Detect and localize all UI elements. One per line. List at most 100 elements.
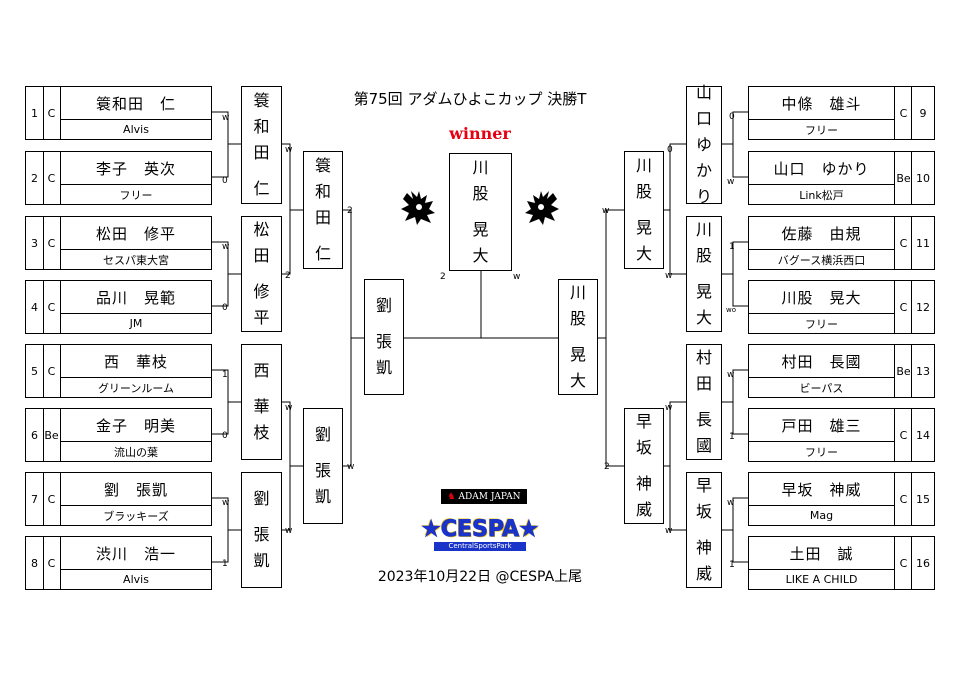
score-label: w bbox=[222, 242, 230, 252]
name-char: 仁 bbox=[253, 179, 270, 198]
cespa-text: ★CESPA★ bbox=[421, 517, 540, 542]
name-char: 威 bbox=[635, 500, 652, 519]
score-label: wo bbox=[726, 306, 737, 314]
player-club: LIKE A CHILD bbox=[785, 573, 858, 586]
seed-number: 15 bbox=[911, 473, 934, 525]
seed-number: 16 bbox=[911, 537, 934, 589]
left-r1-winner-1: 簑和田仁 bbox=[241, 86, 282, 204]
player-name: 松田 修平 bbox=[61, 217, 211, 250]
score-label: 0 bbox=[667, 145, 673, 155]
score-label: w bbox=[222, 498, 230, 508]
player-name: 李子 英次 bbox=[61, 152, 211, 185]
player-class: C bbox=[43, 281, 61, 333]
name-char: 晃 bbox=[569, 345, 586, 364]
score-label: w bbox=[285, 403, 293, 413]
score-label: 2 bbox=[285, 271, 291, 281]
score-label: w bbox=[285, 145, 293, 155]
player-name: 中條 雄斗 bbox=[749, 87, 894, 120]
name-char: 晃 bbox=[472, 220, 489, 239]
left-r1-winner-2: 松田修平 bbox=[241, 216, 282, 332]
name-char: 凱 bbox=[253, 551, 270, 570]
player-name: 村田 長國 bbox=[749, 345, 894, 378]
name-char: 華 bbox=[253, 397, 270, 416]
name-char: 簑 bbox=[253, 91, 270, 110]
name-char: 股 bbox=[472, 184, 489, 203]
right-player-entry: 川股 晃大 フリー C 12 bbox=[748, 280, 935, 334]
left-semifinal-winner: 劉張凱 bbox=[364, 279, 404, 395]
name-char: 平 bbox=[253, 308, 270, 327]
score-label: 1 bbox=[729, 242, 735, 252]
name-char: ゆ bbox=[695, 135, 712, 154]
score-label: 2 bbox=[440, 272, 446, 282]
player-class: C bbox=[894, 87, 912, 139]
name-char: 大 bbox=[695, 308, 712, 327]
player-name: 川股 晃大 bbox=[749, 281, 894, 314]
name-char: 凱 bbox=[375, 358, 392, 377]
name-char: 早 bbox=[695, 476, 712, 495]
player-club: Alvis bbox=[123, 573, 149, 586]
name-char: 川 bbox=[472, 158, 489, 177]
seed-number: 12 bbox=[911, 281, 934, 333]
name-char: 早 bbox=[635, 412, 652, 431]
seed-number: 13 bbox=[911, 345, 934, 397]
champion-box: 川股晃大 bbox=[449, 153, 512, 271]
score-label: w bbox=[665, 526, 673, 536]
name-char: 田 bbox=[695, 374, 712, 393]
right-player-entry: 土田 誠 LIKE A CHILD C 16 bbox=[748, 536, 935, 590]
seed-number: 3 bbox=[26, 217, 44, 269]
player-club: フリー bbox=[119, 188, 153, 202]
name-char: 劉 bbox=[314, 425, 331, 444]
winner-label: winner bbox=[449, 124, 511, 143]
score-label: 2 bbox=[604, 462, 610, 472]
name-char: 大 bbox=[569, 371, 586, 390]
seed-number: 4 bbox=[26, 281, 44, 333]
player-name: 佐藤 由規 bbox=[749, 217, 894, 250]
seed-number: 7 bbox=[26, 473, 44, 525]
event-date: 2023年10月22日 @CESPA上尾 bbox=[377, 569, 583, 585]
seed-number: 5 bbox=[26, 345, 44, 397]
adam-japan-text: ADAM JAPAN bbox=[458, 491, 521, 502]
name-char: 大 bbox=[635, 244, 652, 263]
name-char: 川 bbox=[695, 220, 712, 239]
score-label: w bbox=[727, 498, 735, 508]
name-char: 神 bbox=[635, 474, 652, 493]
name-char: 松 bbox=[253, 220, 270, 239]
player-class: Be bbox=[43, 409, 61, 461]
name-char: 修 bbox=[253, 282, 270, 301]
player-name: 山口 ゆかり bbox=[749, 152, 894, 185]
player-name: 劉 張凱 bbox=[61, 473, 211, 506]
right-semifinal-winner: 川股晃大 bbox=[558, 279, 598, 395]
right-r2-winner-2: 早坂神威 bbox=[624, 408, 664, 524]
left-player-entry: 4 C 品川 晃範 JM bbox=[25, 280, 212, 334]
name-char: 和 bbox=[253, 117, 270, 136]
right-player-entry: 中條 雄斗 フリー C 9 bbox=[748, 86, 935, 140]
name-char: 晃 bbox=[695, 282, 712, 301]
name-char: 劉 bbox=[375, 296, 392, 315]
score-label: w bbox=[222, 113, 230, 123]
player-class: C bbox=[43, 87, 61, 139]
name-char: 張 bbox=[253, 525, 270, 544]
left-r1-winner-3: 西華枝 bbox=[241, 344, 282, 460]
name-char: 張 bbox=[375, 332, 392, 351]
player-class: C bbox=[43, 152, 61, 204]
player-club: ブラッキーズ bbox=[103, 509, 169, 523]
lion-emblem-left-icon bbox=[401, 191, 435, 225]
name-char: 仁 bbox=[314, 244, 331, 263]
adam-japan-logo: ♞ ADAM JAPAN bbox=[441, 489, 527, 504]
player-club: セスパ東大宮 bbox=[103, 253, 169, 267]
player-class: C bbox=[894, 281, 912, 333]
player-club: フリー bbox=[805, 123, 838, 137]
player-class: C bbox=[894, 537, 912, 589]
name-char: 張 bbox=[314, 461, 331, 480]
right-player-entry: 戸田 雄三 フリー C 14 bbox=[748, 408, 935, 462]
lion-emblem-right-icon bbox=[525, 191, 559, 225]
left-player-entry: 3 C 松田 修平 セスパ東大宮 bbox=[25, 216, 212, 270]
right-r1-winner-2: 川股晃大 bbox=[686, 216, 722, 332]
name-char: 口 bbox=[695, 109, 712, 128]
cespa-subtext: CentralSportsPark bbox=[434, 542, 526, 551]
player-name: 品川 晃範 bbox=[61, 281, 211, 314]
name-char: 神 bbox=[695, 538, 712, 557]
seed-number: 1 bbox=[26, 87, 44, 139]
name-char: 股 bbox=[635, 182, 652, 201]
player-club: Mag bbox=[809, 509, 834, 522]
